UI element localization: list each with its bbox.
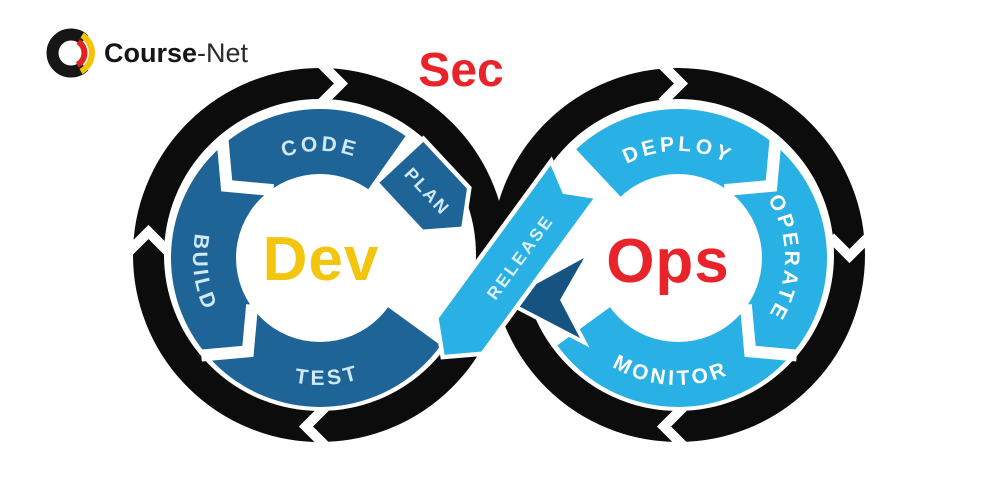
logo-black-arc [46,28,89,78]
segment-divider-build-test [200,304,259,362]
flow-gap-chevron-left-bottom [298,403,329,450]
plan-segment: PLAN [373,135,472,235]
dev-hub [236,174,404,342]
flow-gap-chevron-left-top [318,60,349,107]
flow-gap-chevron-right-top [658,60,689,107]
release-band [433,156,602,360]
logo-wordmark: Course-Net [104,38,249,68]
logo-brand-bold: Course [104,38,197,68]
flow-gap-chevron-right-side [826,233,873,264]
segment-divider-code-build [216,138,274,197]
ops-hub [594,174,762,342]
logo-brand-light: -Net [197,38,249,68]
flow-gap-chevron-left-side [125,224,172,255]
flow-gap-chevron-right-bottom [656,403,687,450]
course-net-ring-icon [46,28,95,78]
ops-label: Ops [606,227,730,296]
course-net-logo: Course-Net [46,28,249,78]
plan-pentagon [373,135,472,235]
logo-red-arc [75,39,88,68]
dev-label: Dev [263,225,380,294]
logo-yellow-arc [79,32,95,75]
segment-divider-operate-monitor [739,304,798,362]
segment-divider-deploy-operate [724,138,782,197]
sec-label: Sec [418,44,503,97]
release-arrowhead [498,247,595,348]
